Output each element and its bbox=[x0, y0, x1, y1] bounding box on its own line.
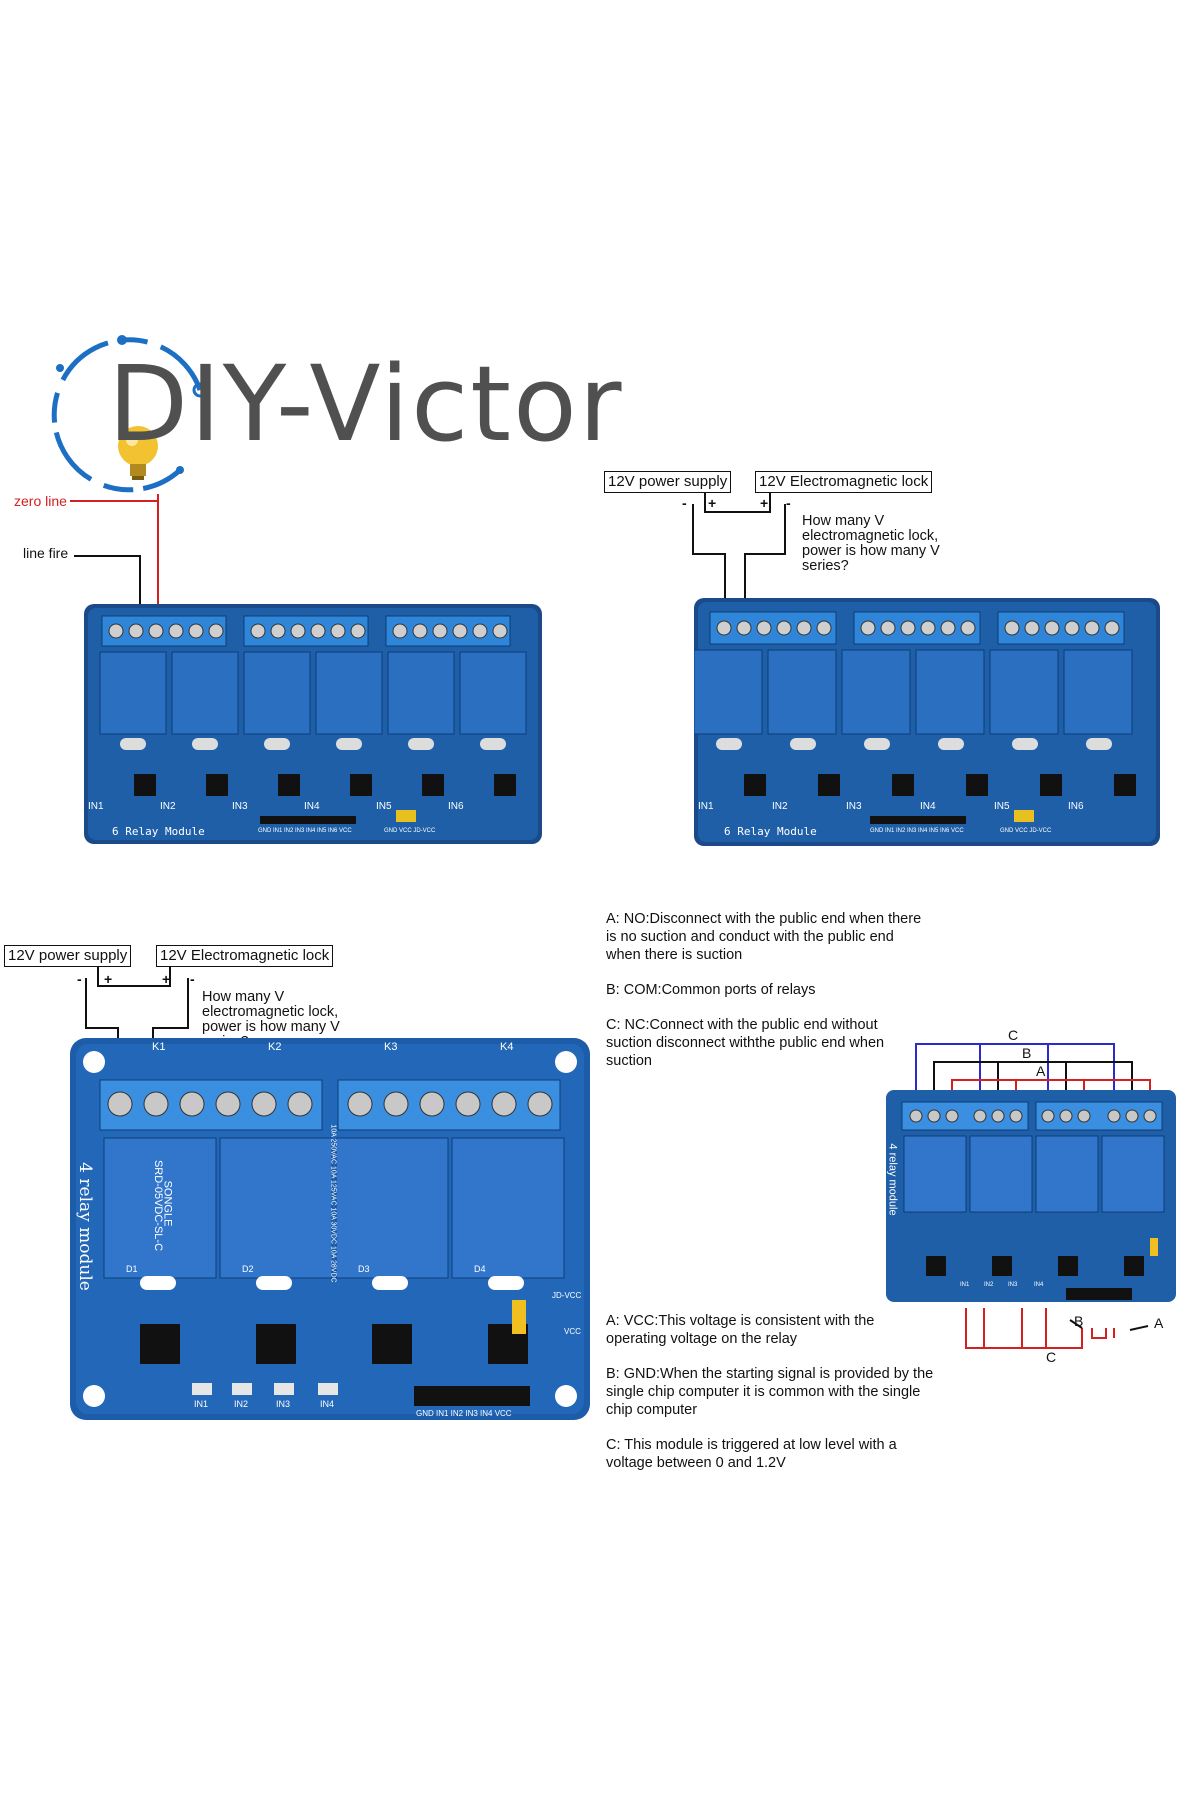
minus-sign: - bbox=[190, 971, 195, 987]
led-label: D1 bbox=[126, 1264, 138, 1274]
board-graphic bbox=[70, 1038, 590, 1420]
logo-ring-icon bbox=[51, 335, 208, 493]
input-label: IN5 bbox=[376, 801, 392, 812]
relays bbox=[99, 651, 527, 735]
header-pins-label: GND IN1 IN2 IN3 IN4 IN5 IN6 VCC bbox=[258, 828, 352, 834]
plus-sign: + bbox=[104, 971, 113, 987]
vcc-label: VCC bbox=[564, 1327, 581, 1336]
input-label: IN1 bbox=[698, 801, 714, 812]
plus-sign: + bbox=[708, 495, 717, 511]
terminal-blocks bbox=[101, 615, 511, 647]
logo: DIY-Victor bbox=[30, 320, 670, 500]
line-fire-label: line fire bbox=[23, 545, 69, 561]
power-supply-label: 12V power supply bbox=[4, 945, 132, 967]
minus-sign: - bbox=[77, 971, 82, 987]
note-com: B: COM:Common ports of relays bbox=[606, 982, 816, 998]
wiring-diagram: C B A B A C 4 relay module IN1 IN2 IN3 I… bbox=[886, 1024, 1186, 1364]
wiring-graphic bbox=[886, 1043, 1176, 1349]
lock-label: 12V Electromagnetic lock bbox=[156, 945, 334, 967]
notes-top: A: NO:Disconnect with the public end whe… bbox=[606, 910, 946, 1070]
logo-text: DIY-Victor bbox=[108, 343, 624, 465]
jumper-label: JD-VCC bbox=[552, 1291, 582, 1300]
relay-label: K3 bbox=[384, 1041, 398, 1053]
power-supply-label: 12V power supply bbox=[604, 471, 732, 493]
light-bulb-icon bbox=[118, 426, 158, 480]
led-label: D3 bbox=[358, 1264, 370, 1274]
panel2-wires bbox=[692, 492, 786, 612]
input-labels: IN1 IN2 IN3 IN4 IN5 IN6 bbox=[84, 802, 542, 816]
input-label: IN3 bbox=[846, 801, 862, 812]
relay-label: K1 bbox=[152, 1041, 166, 1053]
input-labels: IN1 IN2 IN3 IN4 IN5 IN6 bbox=[694, 802, 1160, 816]
input-label: IN3 bbox=[276, 1399, 291, 1409]
wire-label-a-bottom: A bbox=[1154, 1315, 1164, 1331]
input-label: IN1 bbox=[194, 1399, 209, 1409]
note-no: A: NO:Disconnect with the public end whe… bbox=[606, 911, 922, 963]
input-label: IN3 bbox=[1008, 1282, 1018, 1288]
series-note: How many V electromagnetic lock, power i… bbox=[802, 513, 940, 574]
input-label: IN2 bbox=[234, 1399, 249, 1409]
input-label: IN4 bbox=[1034, 1282, 1044, 1288]
board-name: 6 Relay Module bbox=[112, 825, 205, 838]
minus-sign: - bbox=[682, 495, 687, 511]
board-graphic bbox=[84, 604, 542, 844]
board-name: 6 Relay Module bbox=[724, 825, 817, 838]
led-label: D4 bbox=[474, 1264, 486, 1274]
input-label: IN4 bbox=[320, 1399, 335, 1409]
wire-label-a: A bbox=[1036, 1063, 1046, 1079]
board-name: 4 relay module bbox=[886, 1143, 899, 1216]
relay-board-4: K1 K2 K3 K4 4 relay module SONGLE SRD-05… bbox=[70, 1038, 590, 1420]
input-label: IN6 bbox=[1068, 801, 1084, 812]
input-label: IN4 bbox=[920, 801, 936, 812]
input-label: IN3 bbox=[232, 801, 248, 812]
relay-label: K4 bbox=[500, 1041, 514, 1053]
relay-model: SRD-05VDC-SL-C bbox=[152, 1159, 165, 1252]
note-nc: C: NC:Connect with the public end withou… bbox=[606, 1017, 885, 1069]
input-label: IN2 bbox=[772, 801, 788, 812]
board-graphic bbox=[693, 598, 1160, 846]
relay-label: K2 bbox=[268, 1041, 282, 1053]
input-label: IN1 bbox=[960, 1282, 970, 1288]
wire-label-b-bottom: B bbox=[1074, 1313, 1084, 1329]
notes-bottom: A: VCC:This voltage is consistent with t… bbox=[606, 1312, 946, 1472]
jumper-label: GND VCC JD-VCC bbox=[384, 828, 436, 834]
wire-label-c-bottom: C bbox=[1046, 1349, 1057, 1365]
input-label: IN2 bbox=[984, 1282, 994, 1288]
input-labels: IN1 IN2 IN3 IN4 bbox=[70, 1400, 590, 1412]
header-pins-label: GND IN1 IN2 IN3 IN4 IN5 IN6 VCC bbox=[870, 828, 964, 834]
zero-line-label: zero line bbox=[14, 493, 67, 509]
relay-board-6-right: 6 Relay Module IN1 IN2 IN3 IN4 IN5 IN6 G… bbox=[693, 598, 1160, 846]
input-label: IN4 bbox=[304, 801, 320, 812]
note-vcc: A: VCC:This voltage is consistent with t… bbox=[606, 1313, 875, 1347]
input-label: IN1 bbox=[88, 801, 104, 812]
plus-sign: + bbox=[760, 495, 769, 511]
relay-text: SONGLE SRD-05VDC-SL-C 10A 250VAC 10A 125… bbox=[104, 1124, 564, 1282]
relay-board-6-left: 6 Relay Module IN1 IN2 IN3 IN4 IN5 IN6 G… bbox=[84, 604, 542, 844]
relay-rating: 10A 250VAC 10A 125VAC 10A 30VDC 10A 28VD… bbox=[329, 1124, 337, 1283]
input-label: IN5 bbox=[994, 801, 1010, 812]
plus-sign: + bbox=[162, 971, 171, 987]
header-pins-label: GND IN1 IN2 IN3 IN4 VCC bbox=[416, 1409, 512, 1418]
jumper-label: GND VCC JD-VCC bbox=[1000, 828, 1052, 834]
input-label: IN2 bbox=[160, 801, 176, 812]
relay-labels: K1 K2 K3 K4 bbox=[70, 1042, 590, 1056]
led-label: D2 bbox=[242, 1264, 254, 1274]
input-labels: IN1 IN2 IN3 IN4 bbox=[886, 1282, 1176, 1292]
note-trigger: C: This module is triggered at low level… bbox=[606, 1437, 897, 1471]
wire-label-b: B bbox=[1022, 1045, 1032, 1061]
wire-label-c: C bbox=[1008, 1027, 1019, 1043]
panel1-wires bbox=[70, 494, 159, 610]
input-label: IN6 bbox=[448, 801, 464, 812]
note-gnd: B: GND:When the starting signal is provi… bbox=[606, 1366, 934, 1418]
lock-label: 12V Electromagnetic lock bbox=[755, 471, 933, 493]
led-labels: D1 D2 D3 D4 bbox=[70, 1265, 590, 1277]
minus-sign: - bbox=[786, 495, 791, 511]
